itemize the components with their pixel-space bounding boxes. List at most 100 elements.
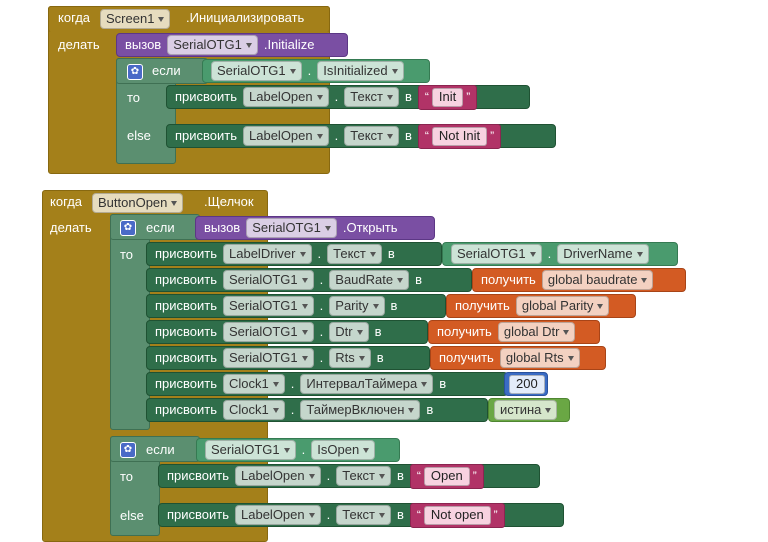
get-block-global-rts[interactable]: получить global Rts: [430, 346, 606, 370]
if-label: если: [146, 442, 175, 457]
component-dropdown-serialotg1[interactable]: SerialOTG1: [223, 348, 314, 368]
chevron-down-icon: [272, 381, 279, 387]
chevron-down-icon: [289, 68, 296, 74]
number-field[interactable]: 200: [509, 374, 545, 394]
component-dropdown-serialotg1[interactable]: SerialOTG1: [205, 440, 296, 460]
property-dropdown-label: Parity: [335, 298, 369, 313]
get-block-global-baudrate[interactable]: получить global baudrate: [472, 268, 686, 292]
set-block-clock1-interval[interactable]: присвоить Clock1 . ИнтервалТаймера в: [146, 372, 508, 396]
open-quote-icon: “: [424, 90, 429, 104]
set-block-labelopen-text-notinit[interactable]: присвоить LabelOpen . Текст в “ Not Init…: [166, 123, 556, 149]
component-dropdown-serialotg1[interactable]: SerialOTG1: [451, 244, 542, 264]
get-block-global-parity[interactable]: получить global Parity: [446, 294, 636, 318]
text-block-open[interactable]: “ Open ”: [409, 463, 484, 489]
set-block-labeldriver-text[interactable]: присвоить LabelDriver . Текст в: [146, 242, 442, 266]
component-dropdown-label: SerialOTG1: [229, 272, 298, 287]
set-block-labelopen-text-notopen[interactable]: присвоить LabelOpen . Текст в “ Not open…: [158, 502, 564, 528]
set-block-serialotg1-baudrate[interactable]: присвоить SerialOTG1 . BaudRate в: [146, 268, 472, 292]
set-block-serialotg1-dtr[interactable]: присвоить SerialOTG1 . Dtr в: [146, 320, 428, 344]
text-field-notopen[interactable]: Not open: [423, 505, 491, 525]
text-field-notinit[interactable]: Not Init: [431, 126, 488, 146]
component-dropdown-serialotg1[interactable]: SerialOTG1: [246, 218, 337, 238]
property-dropdown-text[interactable]: Текст: [344, 126, 399, 146]
component-dropdown-serialotg1[interactable]: SerialOTG1: [223, 270, 314, 290]
component-dropdown-serialotg1[interactable]: SerialOTG1: [167, 35, 258, 55]
component-dropdown-buttonopen[interactable]: ButtonOpen: [92, 193, 184, 213]
text-field-open[interactable]: Open: [423, 466, 470, 486]
call-block-serialotg1-open[interactable]: вызов SerialOTG1 .Открыть: [195, 216, 435, 240]
getter-serialotg1-drivername[interactable]: SerialOTG1 . DriverName: [442, 242, 678, 266]
property-dropdown-dtr[interactable]: Dtr: [329, 322, 369, 342]
property-dropdown-label: Rts: [335, 350, 355, 365]
component-dropdown-label: Clock1: [229, 376, 269, 391]
component-dropdown-clock1[interactable]: Clock1: [223, 400, 285, 420]
set-word-label: присвоить: [155, 272, 218, 287]
text-block-notinit[interactable]: “ Not Init ”: [417, 123, 502, 149]
component-dropdown-labelopen[interactable]: LabelOpen: [235, 466, 321, 486]
property-dropdown-label: IsOpen: [317, 442, 360, 457]
chevron-down-icon: [171, 200, 178, 206]
chevron-down-icon: [567, 355, 574, 361]
component-dropdown-label: Clock1: [229, 402, 269, 417]
component-dropdown-labeldriver[interactable]: LabelDriver: [223, 244, 312, 264]
property-dropdown-text[interactable]: Текст: [327, 244, 382, 264]
component-dropdown-label: SerialOTG1: [229, 298, 298, 313]
set-block-serialotg1-rts[interactable]: присвоить SerialOTG1 . Rts в: [146, 346, 430, 370]
dot-separator: .: [307, 63, 312, 78]
gear-icon[interactable]: ✿: [127, 64, 143, 80]
call-block-serialotg1-initialize[interactable]: вызов SerialOTG1 .Initialize: [116, 33, 348, 57]
component-dropdown-serialotg1[interactable]: SerialOTG1: [211, 61, 302, 81]
component-dropdown-labelopen[interactable]: LabelOpen: [243, 87, 329, 107]
variable-dropdown-global-dtr[interactable]: global Dtr: [497, 322, 576, 342]
gear-icon[interactable]: ✿: [120, 442, 136, 458]
property-dropdown-baudrate[interactable]: BaudRate: [329, 270, 410, 290]
set-word-label: присвоить: [175, 89, 238, 104]
text-block-notopen[interactable]: “ Not open ”: [409, 502, 505, 528]
property-dropdown-rts[interactable]: Rts: [329, 348, 371, 368]
property-dropdown-isinitialized[interactable]: IsInitialized: [317, 61, 404, 81]
property-dropdown-text[interactable]: Текст: [336, 466, 391, 486]
property-dropdown-drivername[interactable]: DriverName: [557, 244, 649, 264]
component-dropdown-serialotg1[interactable]: SerialOTG1: [223, 296, 314, 316]
component-dropdown-label: LabelOpen: [249, 89, 313, 104]
boolean-dropdown[interactable]: истина: [494, 400, 558, 420]
boolean-block-true[interactable]: истина: [488, 398, 570, 422]
boolean-dropdown-label: истина: [500, 402, 542, 417]
number-block-200[interactable]: 200: [504, 372, 548, 396]
gear-icon[interactable]: ✿: [120, 220, 136, 236]
property-dropdown-timerinterval[interactable]: ИнтервалТаймера: [300, 374, 434, 394]
event-name-label: .Инициализировать: [186, 10, 305, 25]
set-block-labelopen-text-init[interactable]: присвоить LabelOpen . Текст в “ Init ”: [166, 84, 530, 110]
component-dropdown-serialotg1[interactable]: SerialOTG1: [223, 322, 314, 342]
set-block-serialotg1-parity[interactable]: присвоить SerialOTG1 . Parity в: [146, 294, 446, 318]
then-label: то: [120, 469, 134, 484]
chevron-down-icon: [391, 68, 398, 74]
condition-getter-isinitialized[interactable]: SerialOTG1 . IsInitialized: [202, 59, 430, 83]
component-dropdown-label: SerialOTG1: [252, 220, 321, 235]
property-dropdown-isopen[interactable]: IsOpen: [311, 440, 376, 460]
text-field-init[interactable]: Init: [431, 87, 464, 107]
to-word-label: в: [390, 298, 398, 313]
dot-separator: .: [334, 89, 339, 104]
component-dropdown-label: SerialOTG1: [173, 37, 242, 52]
component-dropdown-labelopen[interactable]: LabelOpen: [243, 126, 329, 146]
chevron-down-icon: [324, 225, 331, 231]
property-dropdown-label: ТаймерВключен: [306, 402, 405, 417]
text-block-init[interactable]: “ Init ”: [417, 84, 478, 110]
component-dropdown-clock1[interactable]: Clock1: [223, 374, 285, 394]
variable-dropdown-global-rts[interactable]: global Rts: [499, 348, 580, 368]
property-dropdown-text[interactable]: Текст: [344, 87, 399, 107]
condition-getter-isopen[interactable]: SerialOTG1 . IsOpen: [196, 438, 400, 462]
property-dropdown-parity[interactable]: Parity: [329, 296, 385, 316]
variable-dropdown-global-parity[interactable]: global Parity: [515, 296, 610, 316]
component-dropdown-labelopen[interactable]: LabelOpen: [235, 505, 321, 525]
property-dropdown-timerenabled[interactable]: ТаймерВключен: [300, 400, 421, 420]
component-dropdown-screen1[interactable]: Screen1: [100, 9, 171, 29]
variable-dropdown-global-baudrate[interactable]: global baudrate: [541, 270, 654, 290]
when-label: когда: [58, 10, 91, 25]
dot-separator: .: [290, 402, 295, 417]
set-block-labelopen-text-open[interactable]: присвоить LabelOpen . Текст в “ Open ”: [158, 463, 540, 489]
get-block-global-dtr[interactable]: получить global Dtr: [428, 320, 600, 344]
set-block-clock1-timerenabled[interactable]: присвоить Clock1 . ТаймерВключен в: [146, 398, 488, 422]
property-dropdown-text[interactable]: Текст: [336, 505, 391, 525]
